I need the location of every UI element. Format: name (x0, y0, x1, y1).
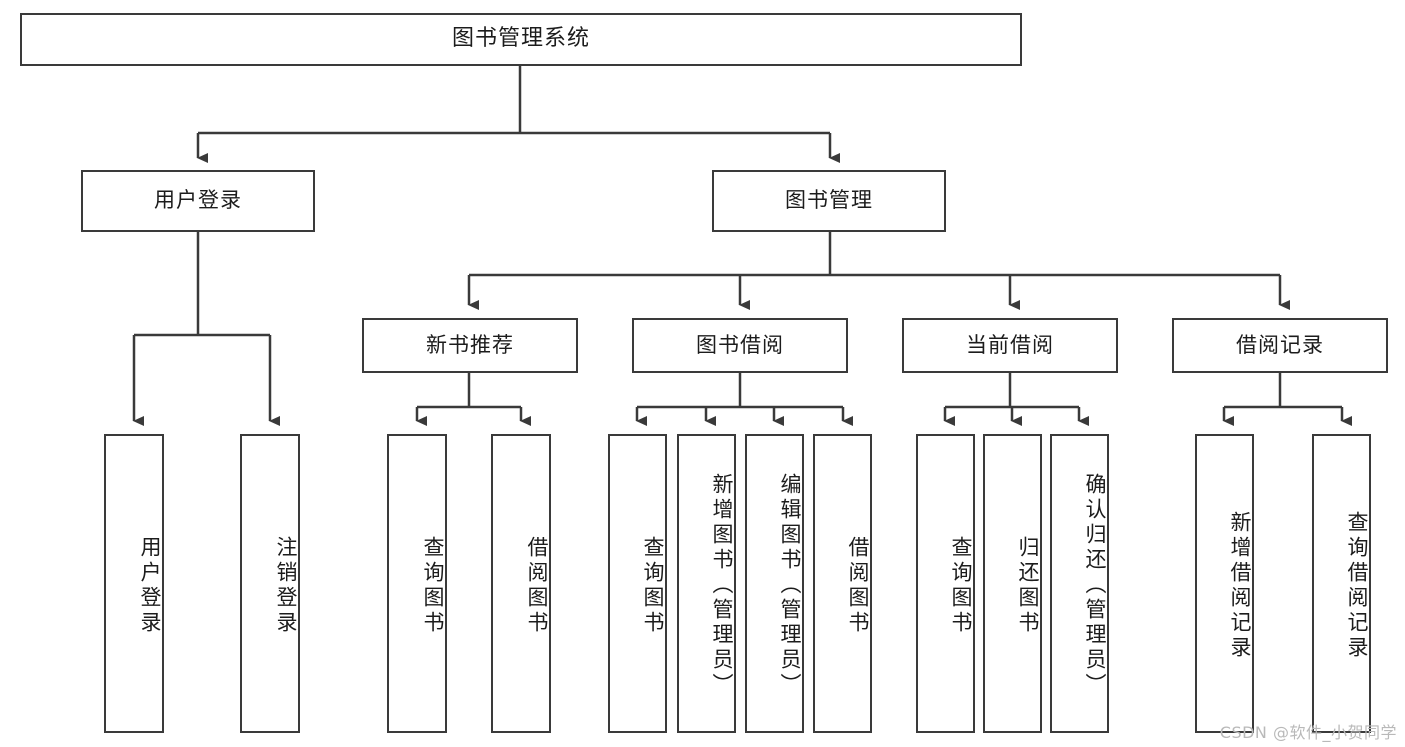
node-user-login[interactable]: 用户登录 (81, 170, 315, 232)
node-new-book-recommend[interactable]: 新书推荐 (362, 318, 578, 373)
node-book-borrow[interactable]: 图书借阅 (632, 318, 848, 373)
node-current-borrow[interactable]: 当前借阅 (902, 318, 1118, 373)
leaf-borrow-add-book-admin[interactable]: 新增图书（管理员） (677, 434, 736, 733)
leaf-user-login-logout[interactable]: 注销登录 (240, 434, 300, 733)
leaf-current-return-book[interactable]: 归还图书 (983, 434, 1042, 733)
leaf-borrow-borrow-book[interactable]: 借阅图书 (813, 434, 872, 733)
node-book-management[interactable]: 图书管理 (712, 170, 946, 232)
leaf-user-login-login[interactable]: 用户登录 (104, 434, 164, 733)
leaf-borrow-query-book[interactable]: 查询图书 (608, 434, 667, 733)
leaf-borrow-edit-book-admin[interactable]: 编辑图书（管理员） (745, 434, 804, 733)
leaf-recommend-borrow-book[interactable]: 借阅图书 (491, 434, 551, 733)
node-root-system[interactable]: 图书管理系统 (20, 13, 1022, 66)
leaf-record-add-record[interactable]: 新增借阅记录 (1195, 434, 1254, 733)
leaf-current-query-book[interactable]: 查询图书 (916, 434, 975, 733)
node-borrow-record[interactable]: 借阅记录 (1172, 318, 1388, 373)
leaf-current-confirm-return-admin[interactable]: 确认归还（管理员） (1050, 434, 1109, 733)
leaf-record-query-record[interactable]: 查询借阅记录 (1312, 434, 1371, 733)
leaf-recommend-query-book[interactable]: 查询图书 (387, 434, 447, 733)
